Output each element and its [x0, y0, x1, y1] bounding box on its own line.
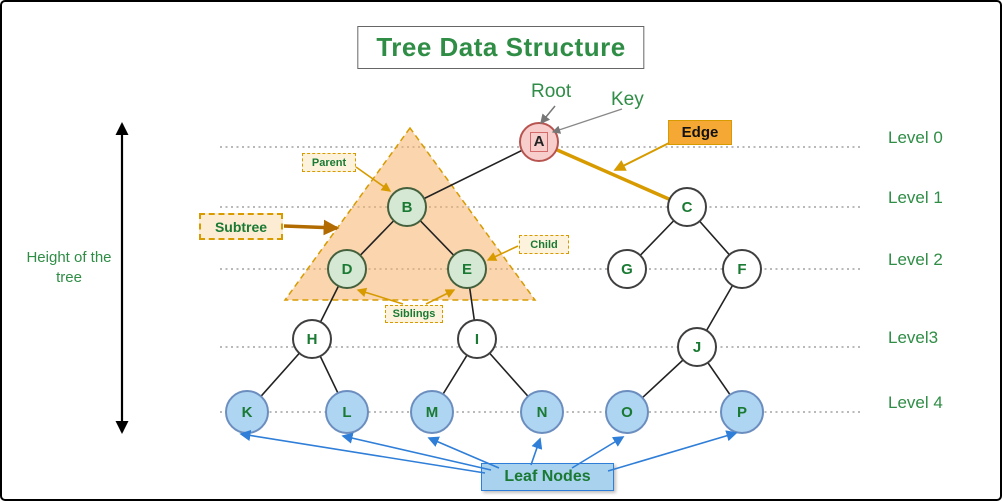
tree-node-f: F — [722, 249, 762, 289]
tree-node-h: H — [292, 319, 332, 359]
title-box: Tree Data Structure — [357, 26, 645, 69]
level-label-2: Level 2 — [888, 250, 943, 269]
tree-node-j: J — [677, 327, 717, 367]
key-arrow — [551, 108, 623, 134]
tree-node-i: I — [457, 319, 497, 359]
level-label-3: Level3 — [888, 328, 939, 347]
edge-arrow — [613, 142, 670, 171]
edge-A-B — [406, 141, 540, 208]
root-label: Root — [531, 81, 572, 102]
tree-node-n: N — [520, 390, 564, 434]
level-label-1: Level 1 — [888, 188, 943, 207]
leaf-arrow-l — [341, 432, 492, 471]
siblings-label: Siblings — [385, 305, 443, 323]
leaf-nodes-label: Leaf Nodes — [481, 463, 614, 491]
parent-arrow — [355, 166, 392, 192]
tree-node-c: C — [667, 187, 707, 227]
subtree-label: Subtree — [199, 213, 283, 240]
tree-node-e: E — [447, 249, 487, 289]
tree-node-p: P — [720, 390, 764, 434]
tree-node-o: O — [605, 390, 649, 434]
key-label: Key — [611, 89, 644, 110]
subtree-arrow — [283, 219, 340, 236]
leaf-arrows — [239, 429, 738, 474]
siblings-arrow-left — [356, 287, 404, 305]
level-label-0: Level 0 — [888, 128, 943, 147]
tree-node-b: B — [387, 187, 427, 227]
key-highlight: A — [529, 132, 549, 152]
leaf-arrow-n — [530, 437, 543, 466]
root-arrow — [540, 105, 556, 125]
leaf-arrow-o — [571, 436, 625, 469]
tree-node-l: L — [325, 390, 369, 434]
tree-node-m: M — [410, 390, 454, 434]
edge-label: Edge — [668, 120, 732, 145]
level-label-4: Level 4 — [888, 393, 943, 412]
tree-node-d: D — [327, 249, 367, 289]
height-of-tree-label: Height of the tree — [26, 249, 112, 286]
leaf-arrow-m — [427, 436, 500, 469]
child-arrow — [486, 245, 519, 261]
tree-node-g: G — [607, 249, 647, 289]
child-label: Child — [519, 235, 569, 254]
page-title: Tree Data Structure — [376, 32, 626, 62]
leaf-arrow-k — [239, 429, 486, 474]
parent-label: Parent — [302, 153, 356, 172]
highlighted-edge-A-C — [538, 140, 688, 209]
leaf-arrow-p — [607, 430, 738, 472]
siblings-arrow-right — [425, 289, 456, 305]
